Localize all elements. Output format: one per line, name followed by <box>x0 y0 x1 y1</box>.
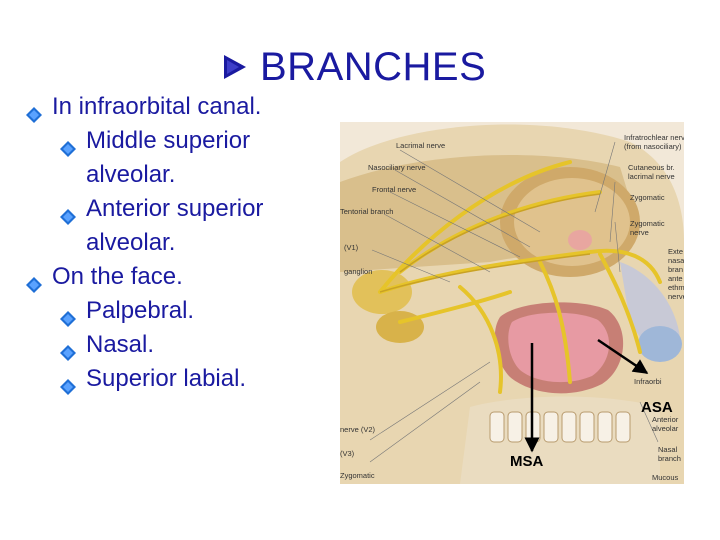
bullet-text: Nasal. <box>86 331 155 358</box>
bullet-diamond-icon <box>60 133 76 157</box>
fig-label: Frontal nerve <box>372 185 416 194</box>
sub-bullet-item: Nasal. <box>26 328 346 362</box>
fig-label: Zygomatic <box>340 471 375 480</box>
bullet-text: Middle superior <box>86 127 251 154</box>
fig-label: Infratrochlear nerve <box>624 133 684 142</box>
bullet-diamond-icon <box>60 337 76 361</box>
fig-label: (V3) <box>340 449 355 458</box>
fig-label: Zygomatic <box>630 193 665 202</box>
fig-label: Exte <box>668 247 683 256</box>
sub-bullet-item: Palpebral. <box>26 294 346 328</box>
msa-label: MSA <box>510 453 544 470</box>
bullet-text: Palpebral. <box>86 297 195 324</box>
fig-label: Tentorial branch <box>340 207 393 216</box>
bullet-text: alveolar. <box>86 229 176 256</box>
fig-label: nasa <box>668 256 684 265</box>
fig-label: branch <box>658 454 681 463</box>
fig-label: Nasociliary nerve <box>368 163 426 172</box>
sub-bullet-item: alveolar. <box>26 158 346 192</box>
fig-label: bran <box>668 265 683 274</box>
bullet-text: On the face. <box>52 263 183 290</box>
bullet-text: Anterior superior <box>86 195 264 222</box>
bullet-text: In infraorbital canal. <box>52 93 262 120</box>
slide-title-group: BRANCHES <box>222 42 486 92</box>
fig-label: Infraorbi <box>634 377 662 386</box>
sub-bullet-item: Anterior superior <box>26 192 346 226</box>
fig-label: ante <box>668 274 683 283</box>
fig-label: nerve <box>668 292 684 301</box>
bullet-diamond-icon <box>26 99 42 123</box>
title-arrow-icon <box>224 55 246 79</box>
bullet-text: alveolar. <box>86 161 176 188</box>
fig-label: nerve <box>630 228 649 237</box>
fig-label: nerve (V2) <box>340 425 376 434</box>
anatomy-figure: Lacrimal nerve Nasociliary nerve Frontal… <box>340 122 684 484</box>
fig-label: alveolar <box>652 424 679 433</box>
fig-label: Mucous <box>652 473 679 482</box>
fig-label: ethm <box>668 283 684 292</box>
bullet-diamond-icon <box>60 303 76 327</box>
fig-label: (from nasociliary) <box>624 142 682 151</box>
fig-label: Zygomatic <box>630 219 665 228</box>
bullet-list: In infraorbital canal. Middle superior alv… <box>26 90 346 396</box>
fig-label: (V1) <box>344 243 359 252</box>
bullet-item: In infraorbital canal. <box>26 90 346 124</box>
fig-label: Anterior <box>652 415 679 424</box>
fig-label: Lacrimal nerve <box>396 141 445 150</box>
fig-label: lacrimal nerve <box>628 172 675 181</box>
maxillary-nerve-illustration: Lacrimal nerve Nasociliary nerve Frontal… <box>340 122 684 484</box>
sub-bullet-item: alveolar. <box>26 226 346 260</box>
bullet-item: On the face. <box>26 260 346 294</box>
bullet-diamond-icon <box>60 201 76 225</box>
figure-labels: Lacrimal nerve Nasociliary nerve Frontal… <box>340 133 684 482</box>
bullet-text: Superior labial. <box>86 365 247 392</box>
asa-label: ASA <box>641 399 673 416</box>
fig-label: ganglion <box>344 267 372 276</box>
sub-bullet-item: Superior labial. <box>26 362 346 396</box>
fig-label: Cutaneous br. <box>628 163 675 172</box>
bullet-diamond-icon <box>60 371 76 395</box>
sub-bullet-item: Middle superior <box>26 124 346 158</box>
fig-label: Nasal <box>658 445 678 454</box>
bullet-diamond-icon <box>26 269 42 293</box>
slide-title: BRANCHES <box>260 44 487 89</box>
